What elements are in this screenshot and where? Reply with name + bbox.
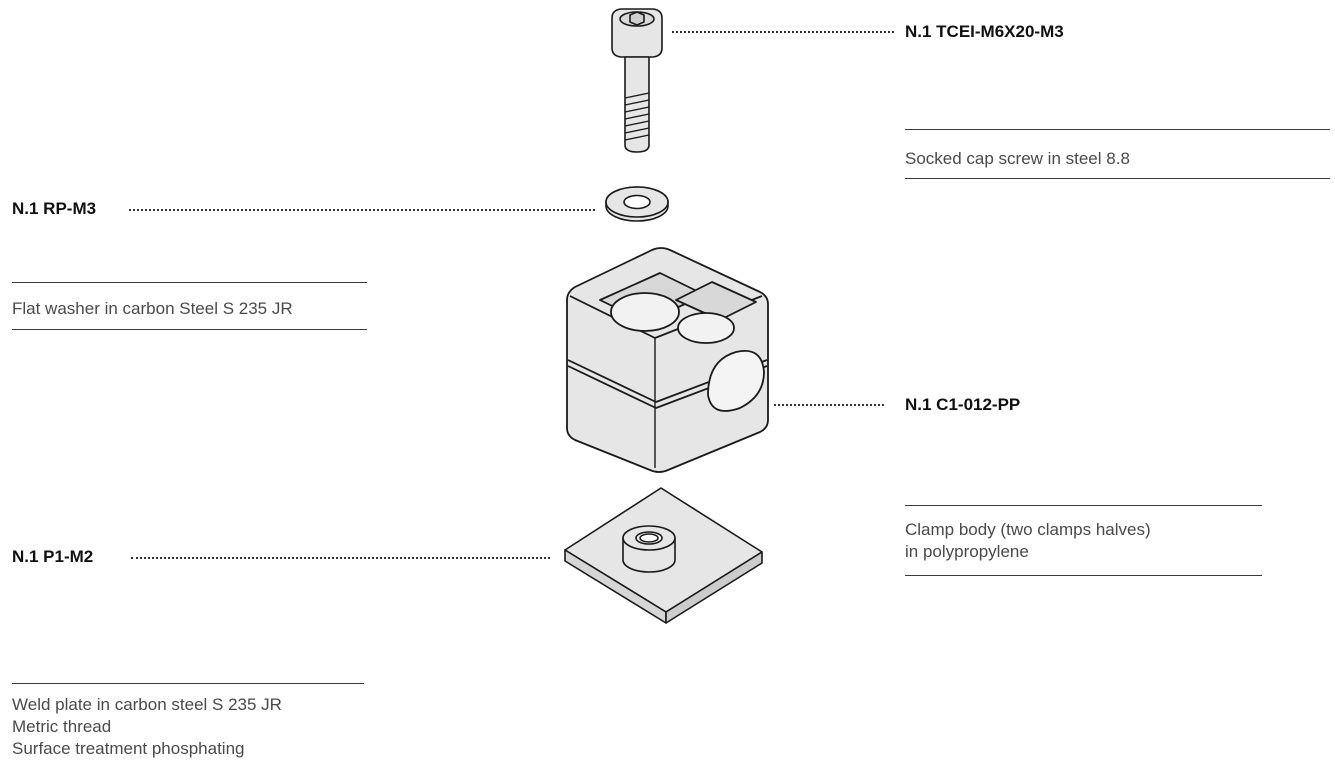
- divider-clamp-bottom: [905, 575, 1262, 576]
- leader-line-washer: [129, 209, 595, 211]
- cap-screw-illustration: [611, 8, 663, 153]
- description-line: Metric thread: [12, 717, 112, 736]
- divider-screw-bottom: [905, 178, 1330, 179]
- description-line: in polypropylene: [905, 542, 1029, 561]
- part-code-clamp: N.1 C1-012-PP: [905, 395, 1021, 414]
- description-line: Flat washer in carbon Steel S 235 JR: [12, 299, 293, 318]
- part-description-clamp: Clamp body (two clamps halves) in polypr…: [905, 519, 1151, 563]
- part-description-washer: Flat washer in carbon Steel S 235 JR: [12, 298, 293, 320]
- leader-line-clamp: [774, 404, 884, 406]
- divider-washer-bottom: [12, 329, 367, 330]
- clamp-body-illustration: [566, 247, 769, 473]
- description-line: Surface treatment phosphating: [12, 739, 245, 758]
- part-description-screw: Socked cap screw in steel 8.8: [905, 148, 1130, 170]
- leader-line-plate: [131, 557, 550, 559]
- divider-clamp-top: [905, 505, 1262, 506]
- divider-plate-top: [12, 683, 364, 684]
- leader-line-screw: [672, 31, 894, 33]
- description-line: Socked cap screw in steel 8.8: [905, 149, 1130, 168]
- description-line: Clamp body (two clamps halves): [905, 520, 1151, 539]
- description-line: Weld plate in carbon steel S 235 JR: [12, 695, 282, 714]
- weld-plate-illustration: [564, 487, 763, 624]
- divider-screw-top: [905, 129, 1330, 130]
- washer-illustration: [605, 186, 669, 222]
- part-code-screw: N.1 TCEI-M6X20-M3: [905, 22, 1064, 41]
- part-code-washer: N.1 RP-M3: [12, 199, 97, 218]
- part-description-plate: Weld plate in carbon steel S 235 JR Metr…: [12, 694, 282, 760]
- divider-washer-top: [12, 282, 367, 283]
- part-code-plate: N.1 P1-M2: [12, 547, 94, 566]
